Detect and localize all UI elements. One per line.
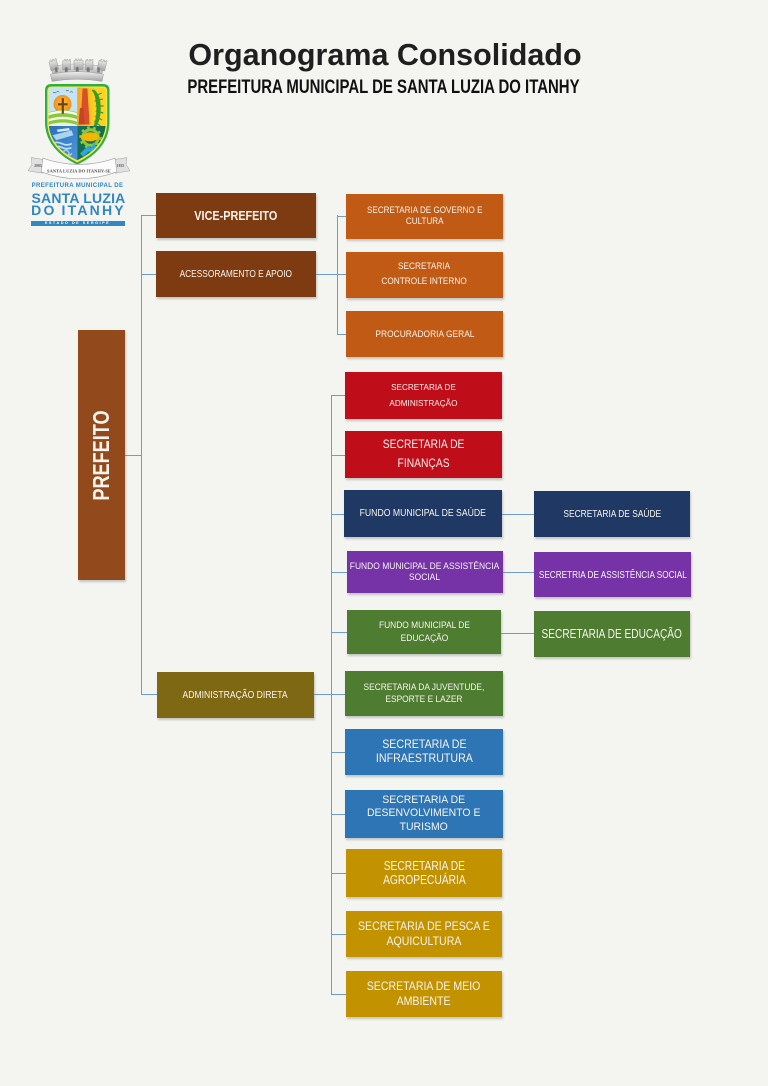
svg-text:2005: 2005 xyxy=(34,164,42,168)
svg-text:1835: 1835 xyxy=(117,164,125,168)
svg-text:SANTA LUZIA DO ITANHY-SE: SANTA LUZIA DO ITANHY-SE xyxy=(47,169,111,174)
